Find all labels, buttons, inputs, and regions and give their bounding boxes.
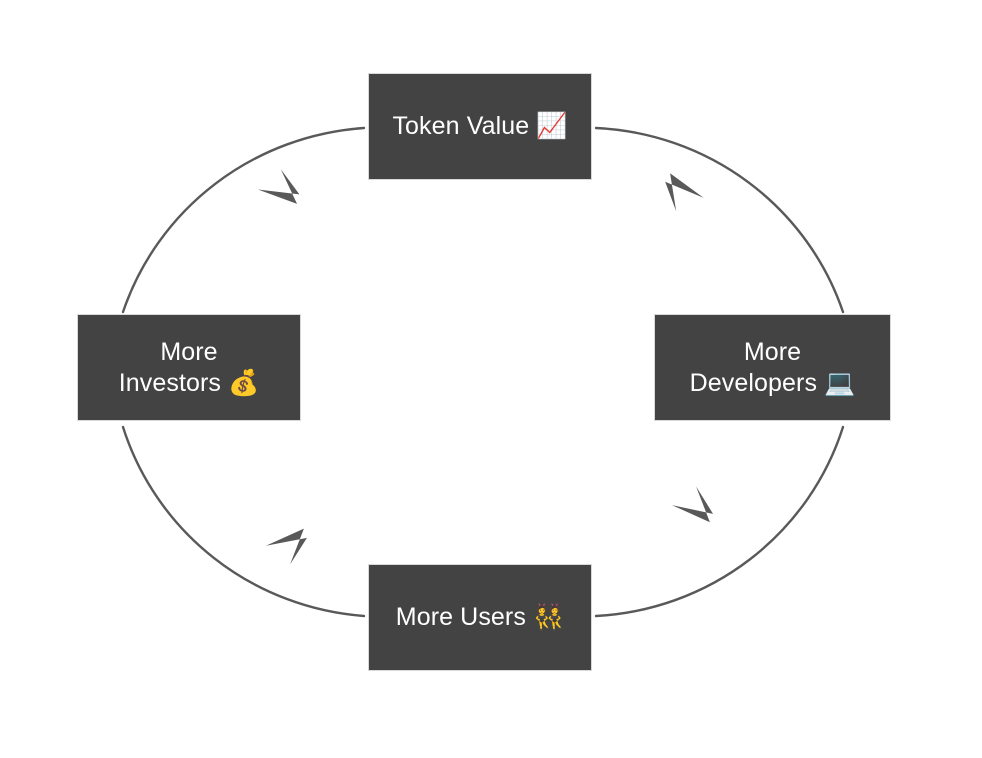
arrow-bottom-left-icon xyxy=(265,528,307,565)
node-users-label: More Users 👯 xyxy=(395,603,565,632)
node-developers-label: More Developers 💻 xyxy=(689,338,856,397)
node-investors-label: More Investors 💰 xyxy=(118,338,260,397)
arrow-top-left-icon xyxy=(257,169,300,204)
node-token-value-label: Token Value 📈 xyxy=(392,112,568,141)
arrow-bottom-right-icon xyxy=(671,486,714,523)
node-investors[interactable]: More Investors 💰 xyxy=(77,314,301,421)
arc-users-to-investors xyxy=(121,425,366,618)
node-token-value[interactable]: Token Value 📈 xyxy=(368,73,592,180)
arrow-top-right-icon xyxy=(665,173,704,212)
arc-developers-to-users xyxy=(594,425,845,618)
node-users[interactable]: More Users 👯 xyxy=(368,564,592,671)
arc-investors-to-token-value xyxy=(121,126,366,314)
arc-token-value-to-developers xyxy=(594,126,845,314)
node-developers[interactable]: More Developers 💻 xyxy=(654,314,891,421)
